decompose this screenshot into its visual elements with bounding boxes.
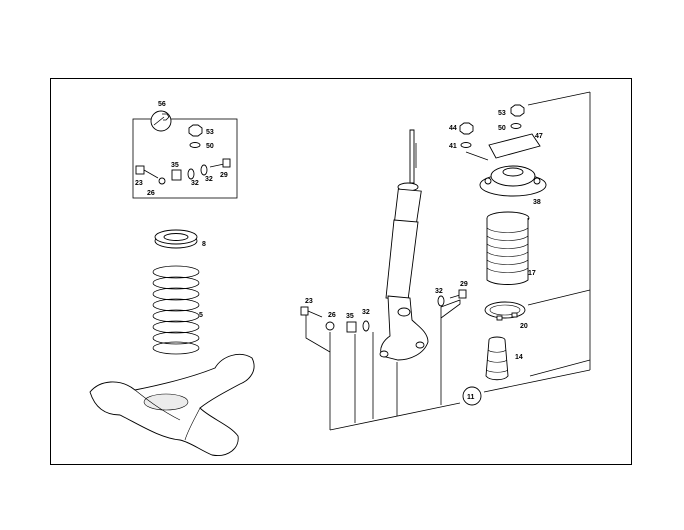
label-kit-23: 23	[135, 180, 143, 187]
mount-nut-53	[510, 104, 525, 117]
upper-nut-44	[459, 122, 474, 135]
clamp-ring-20	[484, 301, 526, 321]
leader-lines	[305, 91, 591, 431]
label-kit-32a: 32	[191, 180, 199, 187]
label-20: 20	[520, 323, 528, 330]
label-14: 14	[515, 354, 523, 361]
strut-bolt	[300, 306, 323, 318]
label-41: 41	[449, 143, 457, 150]
label-mount-50: 50	[498, 125, 506, 132]
strut-washer-32	[362, 320, 370, 332]
label-kit-26: 26	[147, 190, 155, 197]
wrench-icon	[150, 110, 172, 132]
strut-washer-26	[325, 321, 335, 331]
label-23: 23	[305, 298, 313, 305]
kit-washer-32a	[187, 168, 195, 180]
label-top-32: 32	[435, 288, 443, 295]
label-26: 26	[328, 312, 336, 319]
mount-washer-50	[510, 123, 522, 129]
strut-mount-38	[479, 165, 547, 197]
label-8: 8	[202, 241, 206, 248]
diagram-border	[50, 78, 632, 465]
upper-washer-41	[460, 142, 472, 148]
label-kit-50: 50	[206, 143, 214, 150]
kit-box	[132, 118, 238, 199]
label-kit-29: 29	[220, 172, 228, 179]
label-11: 11	[467, 394, 475, 401]
control-arm	[89, 354, 255, 456]
kit-washer-32b	[200, 164, 208, 176]
kit-bolt-29	[209, 158, 231, 168]
top-bolt	[449, 289, 467, 299]
label-35: 35	[346, 313, 354, 320]
kit-bolt	[135, 165, 159, 179]
label-top-29: 29	[460, 281, 468, 288]
label-56: 56	[158, 101, 166, 108]
label-47: 47	[535, 133, 543, 140]
spring-insulator	[154, 229, 198, 249]
label-38: 38	[533, 199, 541, 206]
label-5: 5	[199, 312, 203, 319]
label-17: 17	[528, 270, 536, 277]
coil-spring	[152, 265, 200, 355]
label-kit-53: 53	[206, 129, 214, 136]
boot-17	[486, 211, 530, 285]
strut-assembly	[379, 129, 429, 361]
kit-nut-35	[171, 169, 182, 181]
strut-nut-35	[346, 321, 357, 333]
label-kit-32b: 32	[205, 176, 213, 183]
label-mount-53: 53	[498, 110, 506, 117]
mount-cap-47	[488, 133, 541, 159]
kit-washer-26	[158, 177, 166, 185]
bump-stop-14	[485, 336, 509, 381]
label-32: 32	[362, 309, 370, 316]
label-kit-35: 35	[171, 162, 179, 169]
callout-circle-11	[462, 386, 482, 406]
label-44: 44	[449, 125, 457, 132]
kit-nut	[188, 124, 203, 148]
top-washer-32	[437, 295, 445, 307]
